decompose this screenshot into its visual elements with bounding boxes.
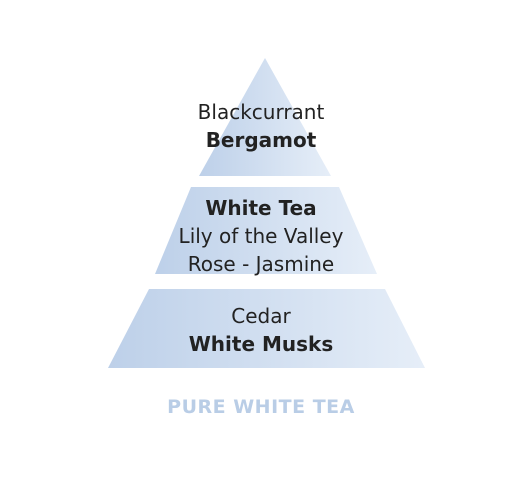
heart-notes: White Tea Lily of the Valley Rose - Jasm… <box>0 194 522 278</box>
top-note-1: Blackcurrant <box>197 100 325 124</box>
heart-note-1: White Tea <box>205 196 317 220</box>
top-notes: Blackcurrant Bergamot <box>0 98 522 154</box>
pyramid-top-tier <box>199 58 331 176</box>
fragrance-name: PURE WHITE TEA <box>167 396 355 418</box>
heart-note-3: Rose - Jasmine <box>187 252 335 276</box>
base-note-2: White Musks <box>188 332 334 356</box>
pyramid-middle-tier <box>155 187 377 274</box>
base-notes: Cedar White Musks <box>0 302 522 358</box>
heart-note-2: Lily of the Valley <box>178 224 344 248</box>
pyramid-base-tier <box>108 289 425 368</box>
top-note-2: Bergamot <box>205 128 317 152</box>
base-note-1: Cedar <box>231 304 291 328</box>
